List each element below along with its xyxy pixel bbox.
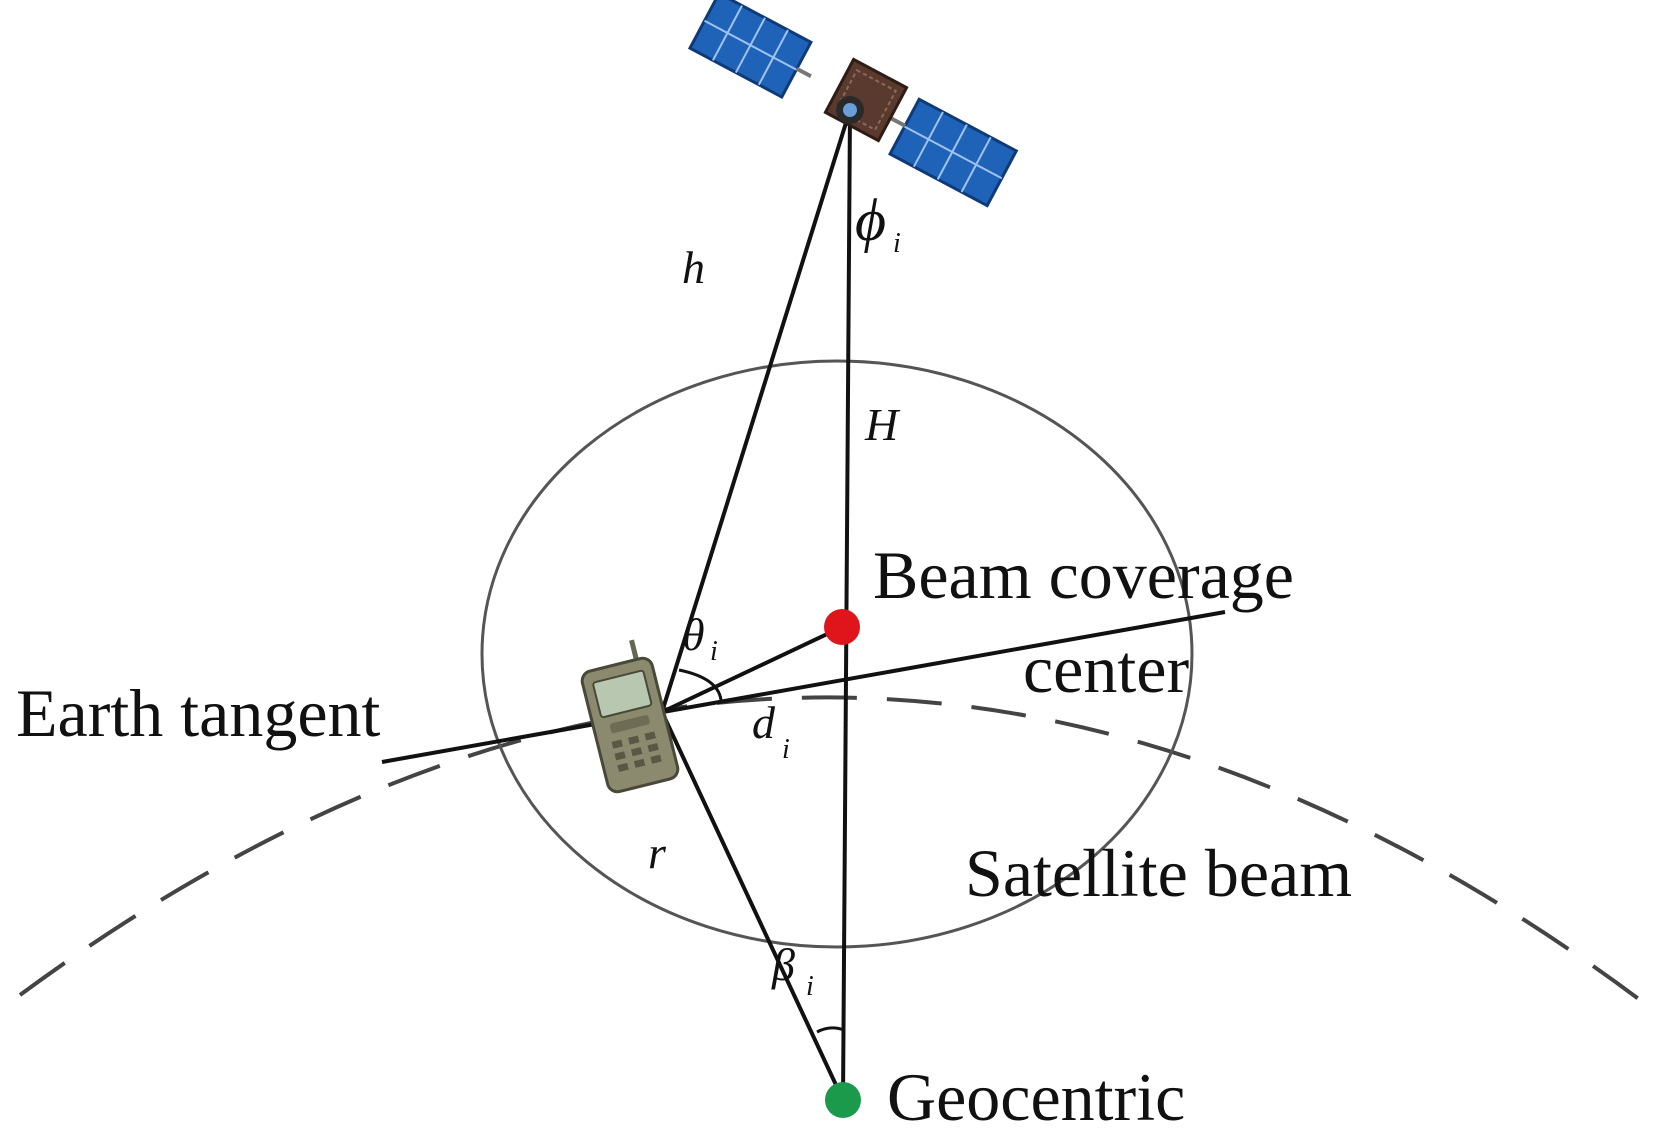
- symbol-d-subscript: i: [782, 734, 790, 765]
- symbol-beta-subscript: i: [806, 971, 814, 1002]
- symbol-d: d: [752, 697, 776, 748]
- earth-tangent-line: [381, 610, 1226, 764]
- line-r: [660, 711, 845, 1101]
- satellite-beam-ellipse: [480, 359, 1194, 949]
- line-h: [660, 109, 852, 713]
- line-H: [841, 109, 852, 1101]
- geocentric-label: Geocentric: [887, 1059, 1185, 1135]
- symbol-theta-subscript: i: [710, 636, 718, 667]
- mobile-phone-icon: [580, 639, 680, 794]
- symbol-phi-subscript: i: [893, 228, 901, 259]
- symbol-beta: β: [771, 939, 795, 990]
- beam-center-label-line2: center: [1023, 631, 1189, 707]
- satellite-icon: [687, 0, 1019, 208]
- beam-center-dot: [824, 609, 860, 645]
- earth-tangent-label: Earth tangent: [16, 675, 381, 751]
- symbol-r: r: [648, 827, 667, 878]
- symbol-h: h: [682, 242, 705, 293]
- symbol-phi: ϕ: [855, 187, 886, 253]
- geocentric-dot: [825, 1082, 861, 1118]
- angle-theta-arc: [678, 668, 723, 701]
- satellite-beam-label: Satellite beam: [965, 835, 1352, 911]
- earth-surface-arc: [18, 695, 1662, 1017]
- symbol-H: H: [864, 399, 901, 450]
- angle-beta-arc: [816, 1026, 845, 1034]
- line-d: [661, 625, 843, 714]
- beam-center-label-line1: Beam coverage: [873, 537, 1294, 613]
- symbol-theta: θ: [682, 609, 705, 660]
